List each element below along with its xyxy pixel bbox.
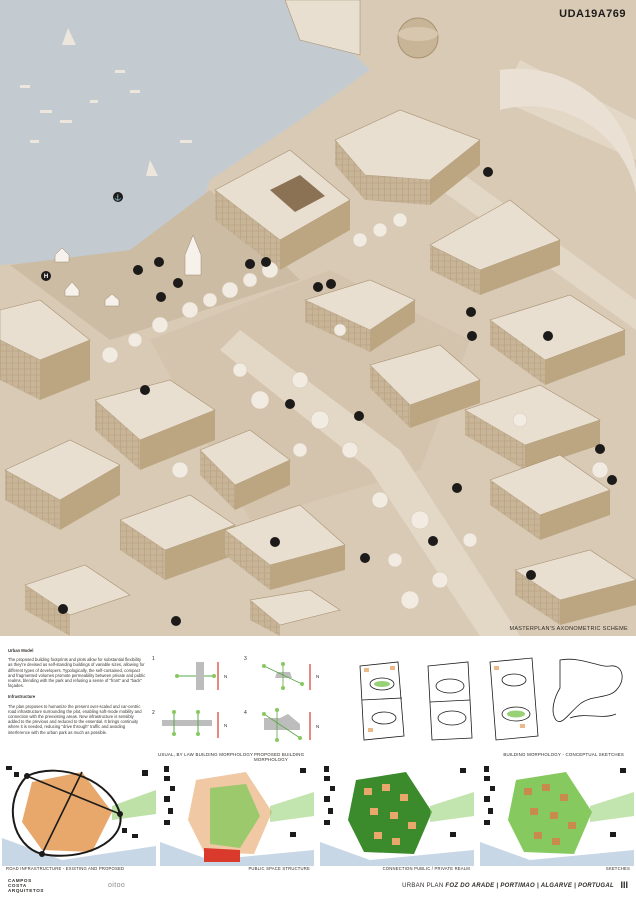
basketball-icon [58,399,295,614]
page-marker: III [620,880,628,890]
morphology-diagrams: 1 N 2 N 3 N 4 N USUAL, BY LAW BUILDIN [152,648,332,762]
svg-text:H: H [44,274,48,280]
home-icon [526,331,553,580]
restaurant-icon [245,167,493,292]
shopping-cart-icon [140,331,477,395]
cycling-icon [360,536,438,563]
axonometric-scheme: ⚓ H UDA19A769 MASTERPLAN'S AXONOMETRIC S… [0,0,636,636]
infrastructure-body: The plan proposes to humanize the presen… [8,703,142,735]
step-4: 4 [244,710,247,716]
footer-title: URBAN PLAN FOZ DO ARADE | PORTIMAO | ALG… [402,883,614,889]
map-public-space: PUBLIC SPACE STRUCTURE [160,762,314,874]
sketches-caption: BUILDING MORPHOLOGY - CONCEPTUAL SKETCHE… [503,752,624,757]
buildings [0,109,636,636]
map-caption-sketches: SKETCHES [605,866,630,871]
map-road-infrastructure: ROAD INFRASTRUCTURE - EXISTING AND PROPO… [2,762,156,874]
map-caption-road: ROAD INFRASTRUCTURE - EXISTING AND PROPO… [6,866,125,871]
footer-title-location: FOZ DO ARADE | PORTIMAO | ALGARVE | PORT… [445,883,614,889]
svg-text:N: N [316,674,319,679]
parking-icon [171,307,617,626]
conceptual-sketches: BUILDING MORPHOLOGY - CONCEPTUAL SKETCHE… [340,648,628,758]
morphology-caption-left: USUAL, BY LAW BUILDING MORPHOLOGY [158,752,254,757]
sea-area [0,0,370,265]
pavilions [54,234,202,307]
infrastructure-heading: Infrastructure [8,694,36,700]
helipad-icon: H [41,271,51,281]
svg-text:N: N [224,723,227,728]
family-icon [133,265,183,288]
map-diagrams-row: ROAD INFRASTRUCTURE - EXISTING AND PROPO… [0,762,636,874]
svg-text:N: N [224,674,227,679]
morphology-svg: 1 N 2 N 3 N 4 N [152,656,319,742]
logo-line-2: COSTA [8,883,27,888]
logo-line-3: ARQUITETOS [8,888,45,893]
logo-line-1: CAMPOS [8,878,32,883]
map-caption-connection: CONNECTION PUBLIC / PRIVATE REALM [382,866,470,871]
morphology-caption-right: PROPOSED BUILDING MORPHOLOGY [254,752,305,762]
axonometric-caption: MASTERPLAN'S AXONOMETRIC SCHEME [509,626,628,632]
oitoo-logo: oitoo [108,882,126,889]
urban-model-body: The proposed building footprints and plo… [8,657,146,689]
description-text: Urban Model The proposed building footpr… [8,648,146,741]
anchor-icon: ⚓ [113,192,123,202]
running-icon [154,257,605,454]
map-icons: ⚓ H [41,167,617,626]
campos-costa-logo: CAMPOS COSTA ARQUITETOS [8,878,44,893]
step-3: 3 [244,656,247,662]
svg-text:⚓: ⚓ [114,194,121,202]
urban-model-heading: Urban Model [8,648,34,653]
step-1: 1 [152,656,155,662]
map-sketches: SKETCHES [480,762,634,874]
sketches-svg [359,657,623,741]
boats [20,28,192,176]
map-caption-public: PUBLIC SPACE STRUCTURE [248,866,310,871]
project-code: UDA19A769 [559,8,626,20]
footer-title-prefix: URBAN PLAN [402,883,444,889]
step-2: 2 [152,710,155,716]
axonometric-drawing: ⚓ H [0,0,636,636]
bicycle-icon [156,292,462,493]
svg-text:N: N [316,724,319,729]
map-connection: CONNECTION PUBLIC / PRIVATE REALM [320,762,474,874]
